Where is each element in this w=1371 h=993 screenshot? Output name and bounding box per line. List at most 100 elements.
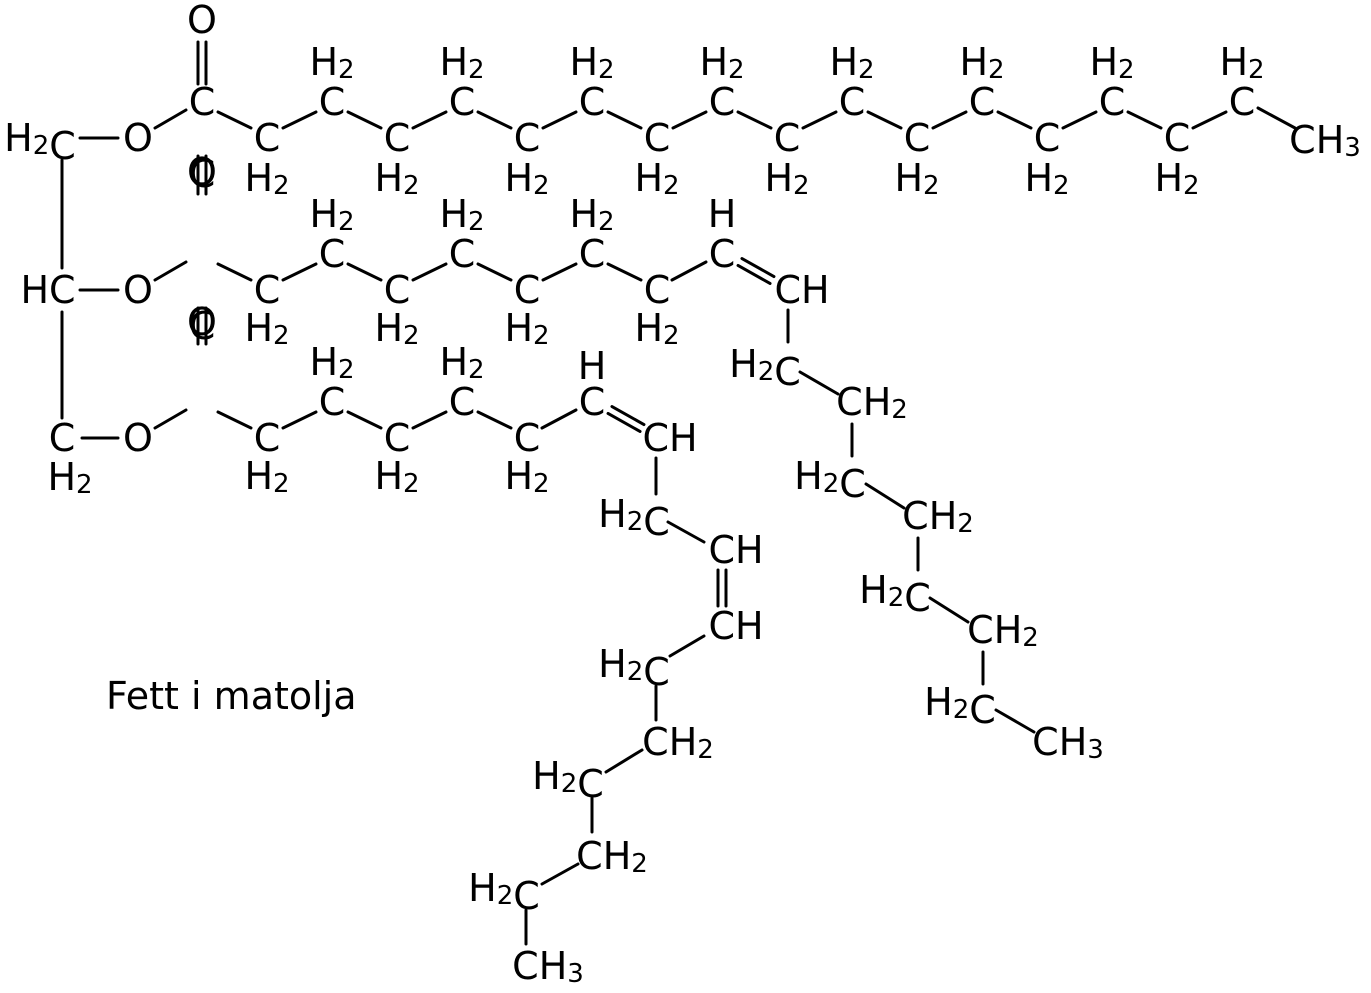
chain1-bond <box>671 110 708 130</box>
chain1-h2: H2 <box>374 156 419 201</box>
chain2-bond <box>541 262 578 282</box>
chain1-h2: H2 <box>829 40 874 85</box>
chain1-carbon: C <box>384 116 411 160</box>
chain3-h2: H2 <box>504 454 549 499</box>
chain1-bond <box>411 110 448 130</box>
chain2-carbon: C <box>514 268 541 312</box>
chain1-carbon: C <box>514 116 541 160</box>
chain3-bond <box>540 408 578 430</box>
chain1-carbon: C <box>1034 116 1061 160</box>
chain3-carbon: C <box>319 380 346 424</box>
carbonyl-oxygen: O <box>187 150 217 194</box>
chain1-methyl: CH3 <box>1289 118 1361 163</box>
bond-line <box>153 408 188 430</box>
chain2-alkene-carbon: C <box>709 232 736 276</box>
chain2-bond <box>216 262 253 282</box>
carbonyl-carbon: C <box>189 304 216 348</box>
chain3-bond <box>668 634 706 658</box>
chain3-alkene-h: H <box>578 344 607 388</box>
chain3-carbon: C <box>254 416 281 460</box>
glycerol-ch2-top: H2C <box>4 116 76 168</box>
chain1-h2: H2 <box>764 156 809 201</box>
chain1-h2: H2 <box>699 40 744 85</box>
chain2-ch2: H2C <box>924 680 996 732</box>
chain3-ch2: H2C <box>598 642 670 694</box>
chain1-bond <box>1061 110 1098 130</box>
chain2-bond <box>670 260 708 282</box>
chain2-bond <box>864 482 906 510</box>
ester-oxygen: O <box>123 416 153 460</box>
chain2-double-bond <box>740 257 776 279</box>
chain3-bond <box>216 410 253 430</box>
chain2-bond <box>606 262 643 282</box>
chain3-h2: H2 <box>309 340 354 385</box>
chain2-ch2: CH2 <box>902 494 974 539</box>
chain1-h2: H2 <box>504 156 549 201</box>
chain1-bond <box>931 110 968 130</box>
chain3-carbon: C <box>449 380 476 424</box>
chain2-bond <box>411 262 448 282</box>
glycerol-ch: HC <box>20 268 75 312</box>
chain3-bond <box>604 748 644 774</box>
chain2-bond <box>994 708 1036 734</box>
chain1-h2: H2 <box>894 156 939 201</box>
chain2-alkene-ch: CH <box>774 268 829 312</box>
chain1-h2: H2 <box>959 40 1004 85</box>
chain3-methyl: CH3 <box>512 944 584 989</box>
chain2-bond <box>346 262 383 282</box>
chain2-bond <box>281 262 318 282</box>
chain1-bond <box>476 110 513 130</box>
chain2-h2: H2 <box>439 192 484 237</box>
chain3-bond <box>540 862 580 886</box>
chain3-ch2: H2C <box>598 492 670 544</box>
chain1-h2: H2 <box>439 40 484 85</box>
glycerol-c-bottom: C <box>49 416 76 460</box>
chain1-h2: H2 <box>569 40 614 85</box>
chain3-ch2: CH2 <box>642 720 714 765</box>
chain1-carbon: C <box>1099 80 1126 124</box>
chain2-bond <box>476 262 513 282</box>
chain1-bond <box>801 110 838 130</box>
chain1-carbon: C <box>774 116 801 160</box>
chain2-bond <box>798 370 840 396</box>
chain1-carbon: C <box>449 80 476 124</box>
chain2-h2: H2 <box>569 192 614 237</box>
bond-line <box>153 108 188 130</box>
chain3-ch2: CH2 <box>576 834 648 879</box>
chain3-h2: H2 <box>439 340 484 385</box>
chain1-bond <box>541 110 578 130</box>
atom-labels: H2CHCCH2OOOOCOCOCCH2CH2CH2CH2CH2CH2CH2CH… <box>4 0 1361 989</box>
chain2-alkene-h: H <box>708 192 737 236</box>
chain3-alkene-ch: CH <box>708 528 763 572</box>
bond-line <box>153 260 188 282</box>
chain2-h2: H2 <box>634 306 679 351</box>
chain3-bond <box>666 520 706 544</box>
carbonyl-oxygen: O <box>187 300 217 344</box>
chain2-h2: H2 <box>244 306 289 351</box>
chain2-carbon: C <box>254 268 281 312</box>
chain3-double-bond <box>606 411 642 433</box>
ester-oxygen: O <box>123 268 153 312</box>
chain2-bond <box>928 596 970 624</box>
chain3-alkene-carbon: C <box>579 380 606 424</box>
chain1-h2: H2 <box>1154 156 1199 201</box>
chain1-carbon: C <box>709 80 736 124</box>
ester-oxygen: O <box>123 116 153 160</box>
chain2-ch2: CH2 <box>967 608 1039 653</box>
chain2-carbon: C <box>579 232 606 276</box>
chain1-carbon: C <box>644 116 671 160</box>
chain2-ch2: CH2 <box>836 380 908 425</box>
chain1-carbon: C <box>1164 116 1191 160</box>
chain1-bond <box>996 110 1033 130</box>
chain2-h2: H2 <box>504 306 549 351</box>
chain1-bond <box>216 110 253 130</box>
chain2-double-bond <box>736 263 772 285</box>
chain2-carbon: C <box>449 232 476 276</box>
chain1-bond <box>606 110 643 130</box>
chain3-bond <box>281 410 318 430</box>
chain1-bond <box>1126 110 1163 130</box>
glycerol-h2-bottom: H2 <box>47 455 92 500</box>
chain3-bond <box>476 410 513 430</box>
chain1-h2: H2 <box>244 156 289 201</box>
